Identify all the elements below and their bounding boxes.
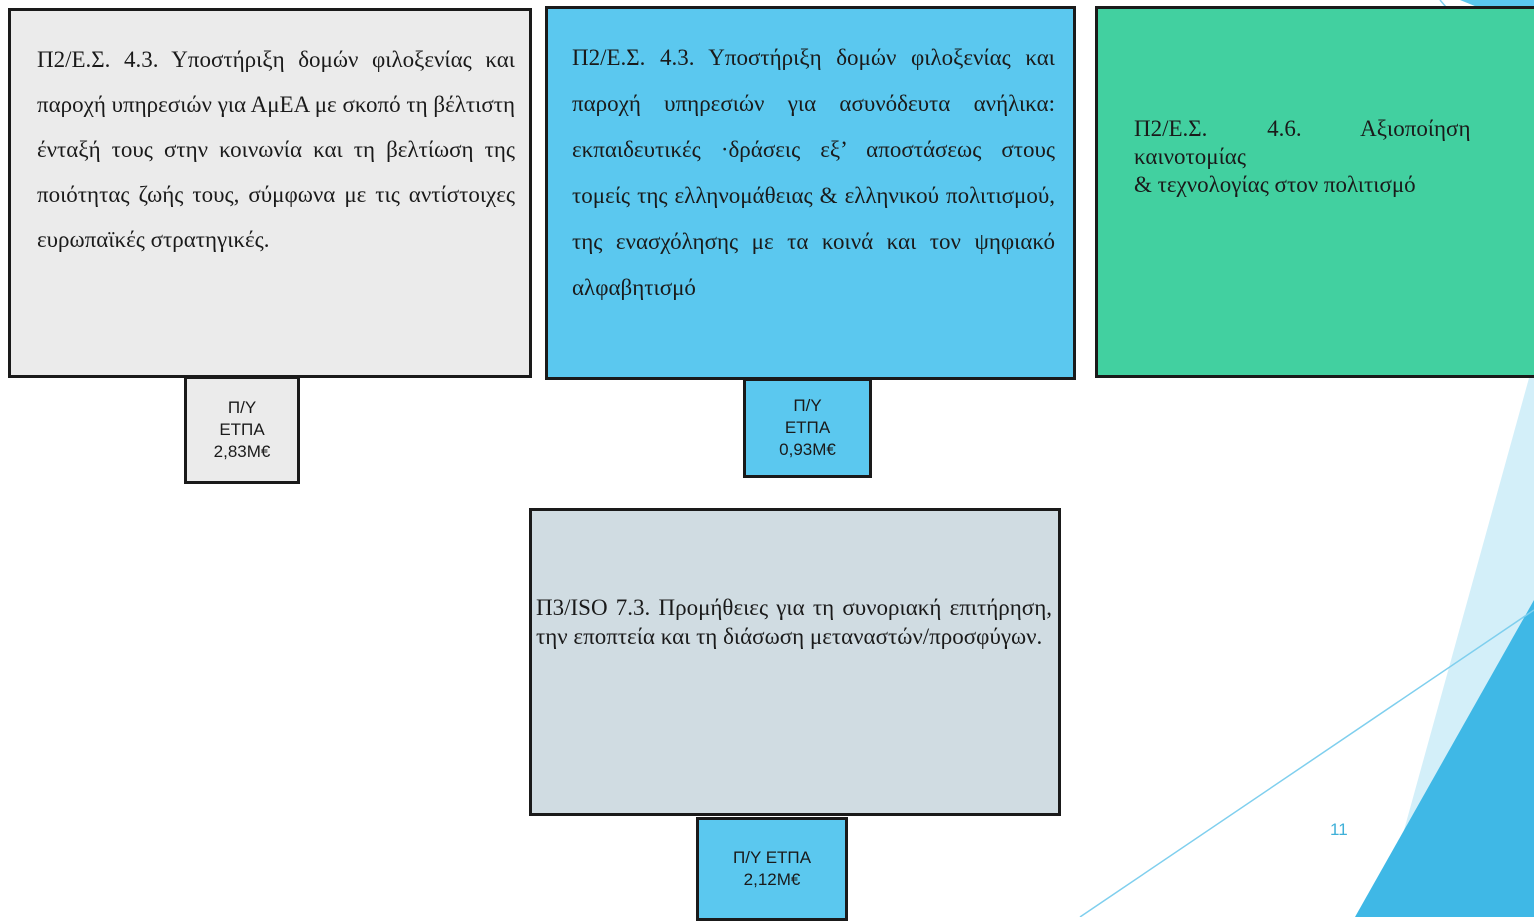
grey-tag-line-1: Π/Υ (227, 398, 257, 417)
slide-number: 11 (1330, 820, 1348, 839)
blue-box-text: Π2/Ε.Σ. 4.3. Υποστήριξη δομών φιλοξενίας… (572, 45, 1055, 300)
decor-line-1 (1079, 609, 1534, 917)
steel-tag-line-1: Π/Υ ΕΤΠΑ (732, 848, 812, 867)
decor-dark-triangle (1355, 600, 1534, 917)
green-box-text: Π2/Ε.Σ. 4.6. Αξιοποίηση καινοτομίας & τε… (1134, 115, 1512, 199)
grey-tag-line-2: ΕΤΠΑ (219, 420, 265, 439)
blue-budget-tag: Π/Υ ΕΤΠΑ 0,93Μ€ (743, 378, 872, 478)
blue-priority-box: Π2/Ε.Σ. 4.3. Υποστήριξη δομών φιλοξενίας… (545, 6, 1076, 380)
grey-budget-tag: Π/Υ ΕΤΠΑ 2,83Μ€ (184, 376, 300, 484)
green-line-3: & τεχνολογίας στον πολιτισμό (1134, 172, 1416, 197)
grey-priority-box: Π2/Ε.Σ. 4.3. Υποστήριξη δομών φιλοξενίας… (8, 8, 532, 378)
blue-tag-line-1: Π/Υ (793, 396, 822, 415)
blue-tag-line-3: 0,93Μ€ (779, 440, 836, 459)
grey-tag-line-3: 2,83Μ€ (213, 442, 271, 461)
green-line-1: Π2/Ε.Σ. 4.6. Αξιοποίηση (1134, 116, 1471, 141)
steel-box-text: Π3/ISO 7.3. Προμήθειες για τη συνοριακή … (536, 595, 1052, 649)
steel-priority-box: Π3/ISO 7.3. Προμήθειες για τη συνοριακή … (529, 508, 1061, 816)
green-line-2: καινοτομίας (1134, 144, 1246, 169)
steel-tag-line-2: 2,12Μ€ (743, 870, 801, 889)
blue-tag-line-2: ΕΤΠΑ (784, 418, 831, 437)
steel-budget-tag: Π/Υ ΕΤΠΑ 2,12Μ€ (696, 817, 848, 921)
grey-box-text: Π2/Ε.Σ. 4.3. Υποστήριξη δομών φιλοξενίας… (37, 47, 515, 252)
green-priority-box: Π2/Ε.Σ. 4.6. Αξιοποίηση καινοτομίας & τε… (1095, 6, 1534, 378)
